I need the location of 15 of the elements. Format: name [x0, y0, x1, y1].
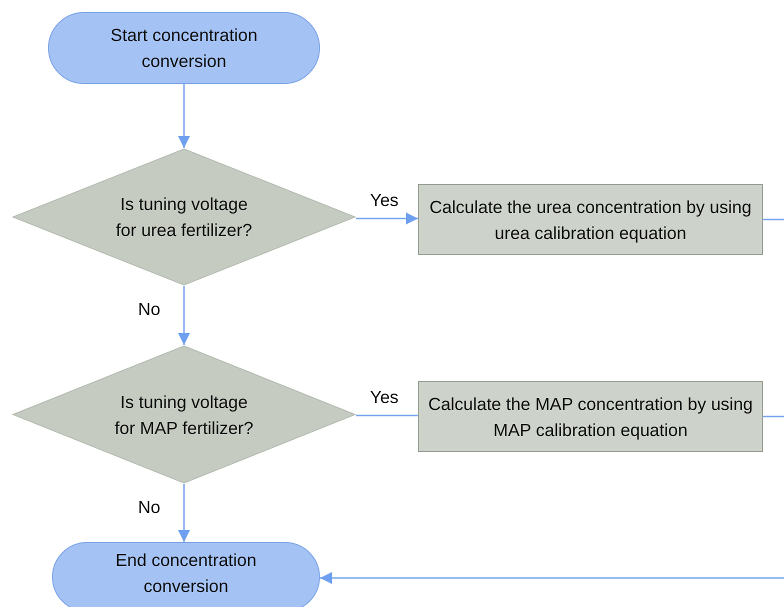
process-box	[418, 184, 763, 255]
arrow	[178, 286, 190, 345]
process-box	[418, 381, 763, 452]
node-text: Is tuning voltage for urea fertilizer?	[114, 193, 254, 242]
arrow	[178, 84, 190, 148]
node-text: Is tuning voltage for MAP fertilizer?	[114, 390, 254, 440]
arrow	[178, 484, 190, 542]
arrow	[320, 572, 784, 584]
arrow	[356, 212, 418, 224]
node-text: Calculate the urea concentration by using urea calibration equation	[428, 196, 752, 245]
node-text: Calculate the MAP concentration by using MAP calibration equation	[427, 392, 754, 442]
decision-diamond	[12, 345, 356, 484]
decision-diamond	[12, 148, 356, 286]
node-text: Start concentration conversion	[110, 24, 258, 73]
node-text: End concentration conversion	[114, 549, 258, 598]
